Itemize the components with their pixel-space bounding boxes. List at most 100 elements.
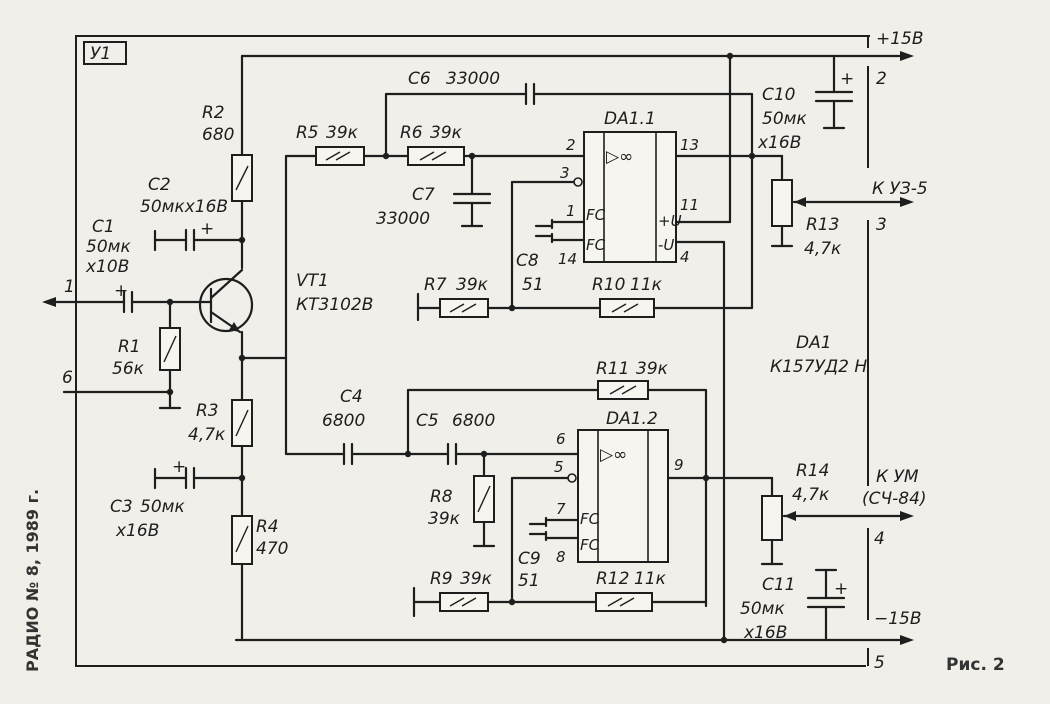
svg-text:+: + bbox=[840, 69, 854, 89]
svg-text:+: + bbox=[172, 457, 186, 477]
terminal-4: 4 bbox=[874, 529, 885, 549]
power-rails bbox=[234, 51, 914, 645]
r9-value: 39к bbox=[460, 569, 493, 589]
c6-ref: С6 bbox=[408, 69, 431, 89]
da11-pin14: 14 bbox=[558, 250, 577, 268]
plus-rail-label: +15В bbox=[876, 29, 924, 49]
c3-ref: С3 bbox=[110, 497, 133, 517]
r2-value: 680 bbox=[202, 125, 234, 145]
source-caption: РАДИО № 8, 1989 г. bbox=[23, 489, 42, 672]
da11-pin3: 3 bbox=[560, 164, 570, 182]
upper-feedback bbox=[416, 292, 754, 322]
da11-plus-u: +U bbox=[658, 212, 682, 230]
output-um: К УМ bbox=[876, 467, 919, 487]
r8-ref: R8 bbox=[430, 487, 453, 507]
svg-text:▷∞: ▷∞ bbox=[600, 445, 627, 465]
c3-value: 50мк bbox=[140, 497, 185, 517]
vt1-type: КТ3102В bbox=[296, 295, 373, 315]
c9-value: 51 bbox=[518, 571, 540, 591]
terminal-2: 2 bbox=[876, 69, 887, 89]
c10-rating: х16В bbox=[757, 133, 801, 153]
r4-value: 470 bbox=[256, 539, 288, 559]
r1-value: 56к bbox=[112, 359, 145, 379]
c11-value: 50мк bbox=[740, 599, 785, 619]
r10-value: 11к bbox=[630, 275, 663, 295]
upper-filter bbox=[284, 82, 754, 360]
svg-text:+: + bbox=[834, 579, 848, 599]
r10-ref: R10 bbox=[592, 275, 625, 295]
da11-ref: DA1.1 bbox=[604, 109, 656, 129]
r12-ref: R12 bbox=[596, 569, 629, 589]
da11-pin11: 11 bbox=[680, 196, 699, 214]
da11-pin13: 13 bbox=[680, 136, 699, 154]
c2-ref: С2 bbox=[148, 175, 171, 195]
c2-value: 50мкх16В bbox=[140, 197, 228, 217]
potentiometer-r13 bbox=[770, 154, 914, 248]
c11-rating: х16В bbox=[743, 623, 787, 643]
opamp-da11: ▷∞ bbox=[510, 131, 784, 310]
potentiometer-r14 bbox=[760, 476, 914, 566]
input-path: + bbox=[42, 281, 213, 410]
svg-text:▷∞: ▷∞ bbox=[606, 147, 633, 167]
c1-value: 50мк bbox=[86, 237, 131, 257]
output-uz: К УЗ-5 bbox=[872, 179, 928, 199]
da12-pin6: 6 bbox=[556, 430, 566, 448]
r5-ref: R5 bbox=[296, 123, 319, 143]
da11-pin4: 4 bbox=[680, 248, 690, 266]
c7-value: 33000 bbox=[376, 209, 430, 229]
lower-filter bbox=[284, 356, 708, 608]
r12-value: 11к bbox=[634, 569, 667, 589]
da11-pin1: 1 bbox=[566, 202, 576, 220]
resistor-r2 bbox=[231, 154, 253, 270]
c7-ref: С7 bbox=[412, 185, 435, 205]
da1-ref: DA1 bbox=[796, 333, 832, 353]
r1-ref: R1 bbox=[118, 337, 141, 357]
capacitor-c2: + bbox=[153, 219, 244, 252]
r5-value: 39к bbox=[326, 123, 359, 143]
r11-value: 39к bbox=[636, 359, 669, 379]
r6-value: 39к bbox=[430, 123, 463, 143]
r13-ref: R13 bbox=[806, 215, 839, 235]
c5-ref: С5 bbox=[416, 411, 439, 431]
da11-minus-u: -U bbox=[658, 236, 674, 254]
c4-value: 6800 bbox=[322, 411, 365, 431]
transistor-vt1 bbox=[198, 268, 288, 402]
r14-ref: R14 bbox=[796, 461, 829, 481]
c8-ref: С8 bbox=[516, 251, 539, 271]
c9-ref: С9 bbox=[518, 549, 541, 569]
c1-rating: х10В bbox=[85, 257, 129, 277]
da12-fc2: FC bbox=[580, 536, 600, 554]
output-um-code: (СЧ-84) bbox=[862, 489, 927, 509]
da11-fc2: FC bbox=[586, 236, 606, 254]
da11-pin2: 2 bbox=[566, 136, 576, 154]
minus-rail-label: −15В bbox=[874, 609, 922, 629]
r3-value: 4,7к bbox=[188, 425, 226, 445]
figure-label: Рис. 2 bbox=[946, 655, 1005, 675]
svg-text:+: + bbox=[114, 281, 128, 301]
c8-value: 51 bbox=[522, 275, 544, 295]
c3-rating: х16В bbox=[115, 521, 159, 541]
c10-ref: С10 bbox=[762, 85, 796, 105]
r2-ref: R2 bbox=[202, 103, 225, 123]
r7-value: 39к bbox=[456, 275, 489, 295]
c1-ref: С1 bbox=[92, 217, 115, 237]
capacitor-c10: + bbox=[814, 54, 854, 130]
module-frame bbox=[75, 35, 870, 667]
c11-ref: С11 bbox=[762, 575, 796, 595]
r13-value: 4,7к bbox=[804, 239, 842, 259]
svg-text:+: + bbox=[200, 219, 214, 239]
lower-feedback bbox=[412, 586, 708, 618]
capacitor-c11: + bbox=[806, 568, 848, 642]
da12-ref: DA1.2 bbox=[606, 409, 658, 429]
da12-pin7: 7 bbox=[556, 500, 566, 518]
c6-value: 33000 bbox=[446, 69, 500, 89]
r14-value: 4,7к bbox=[792, 485, 830, 505]
da12-pin8: 8 bbox=[556, 548, 566, 566]
c10-value: 50мк bbox=[762, 109, 807, 129]
r9-ref: R9 bbox=[430, 569, 453, 589]
da12-fc1: FC bbox=[580, 510, 600, 528]
r3-ref: R3 bbox=[196, 401, 219, 421]
r8-value: 39к bbox=[428, 509, 461, 529]
c4-ref: С4 bbox=[340, 387, 363, 407]
